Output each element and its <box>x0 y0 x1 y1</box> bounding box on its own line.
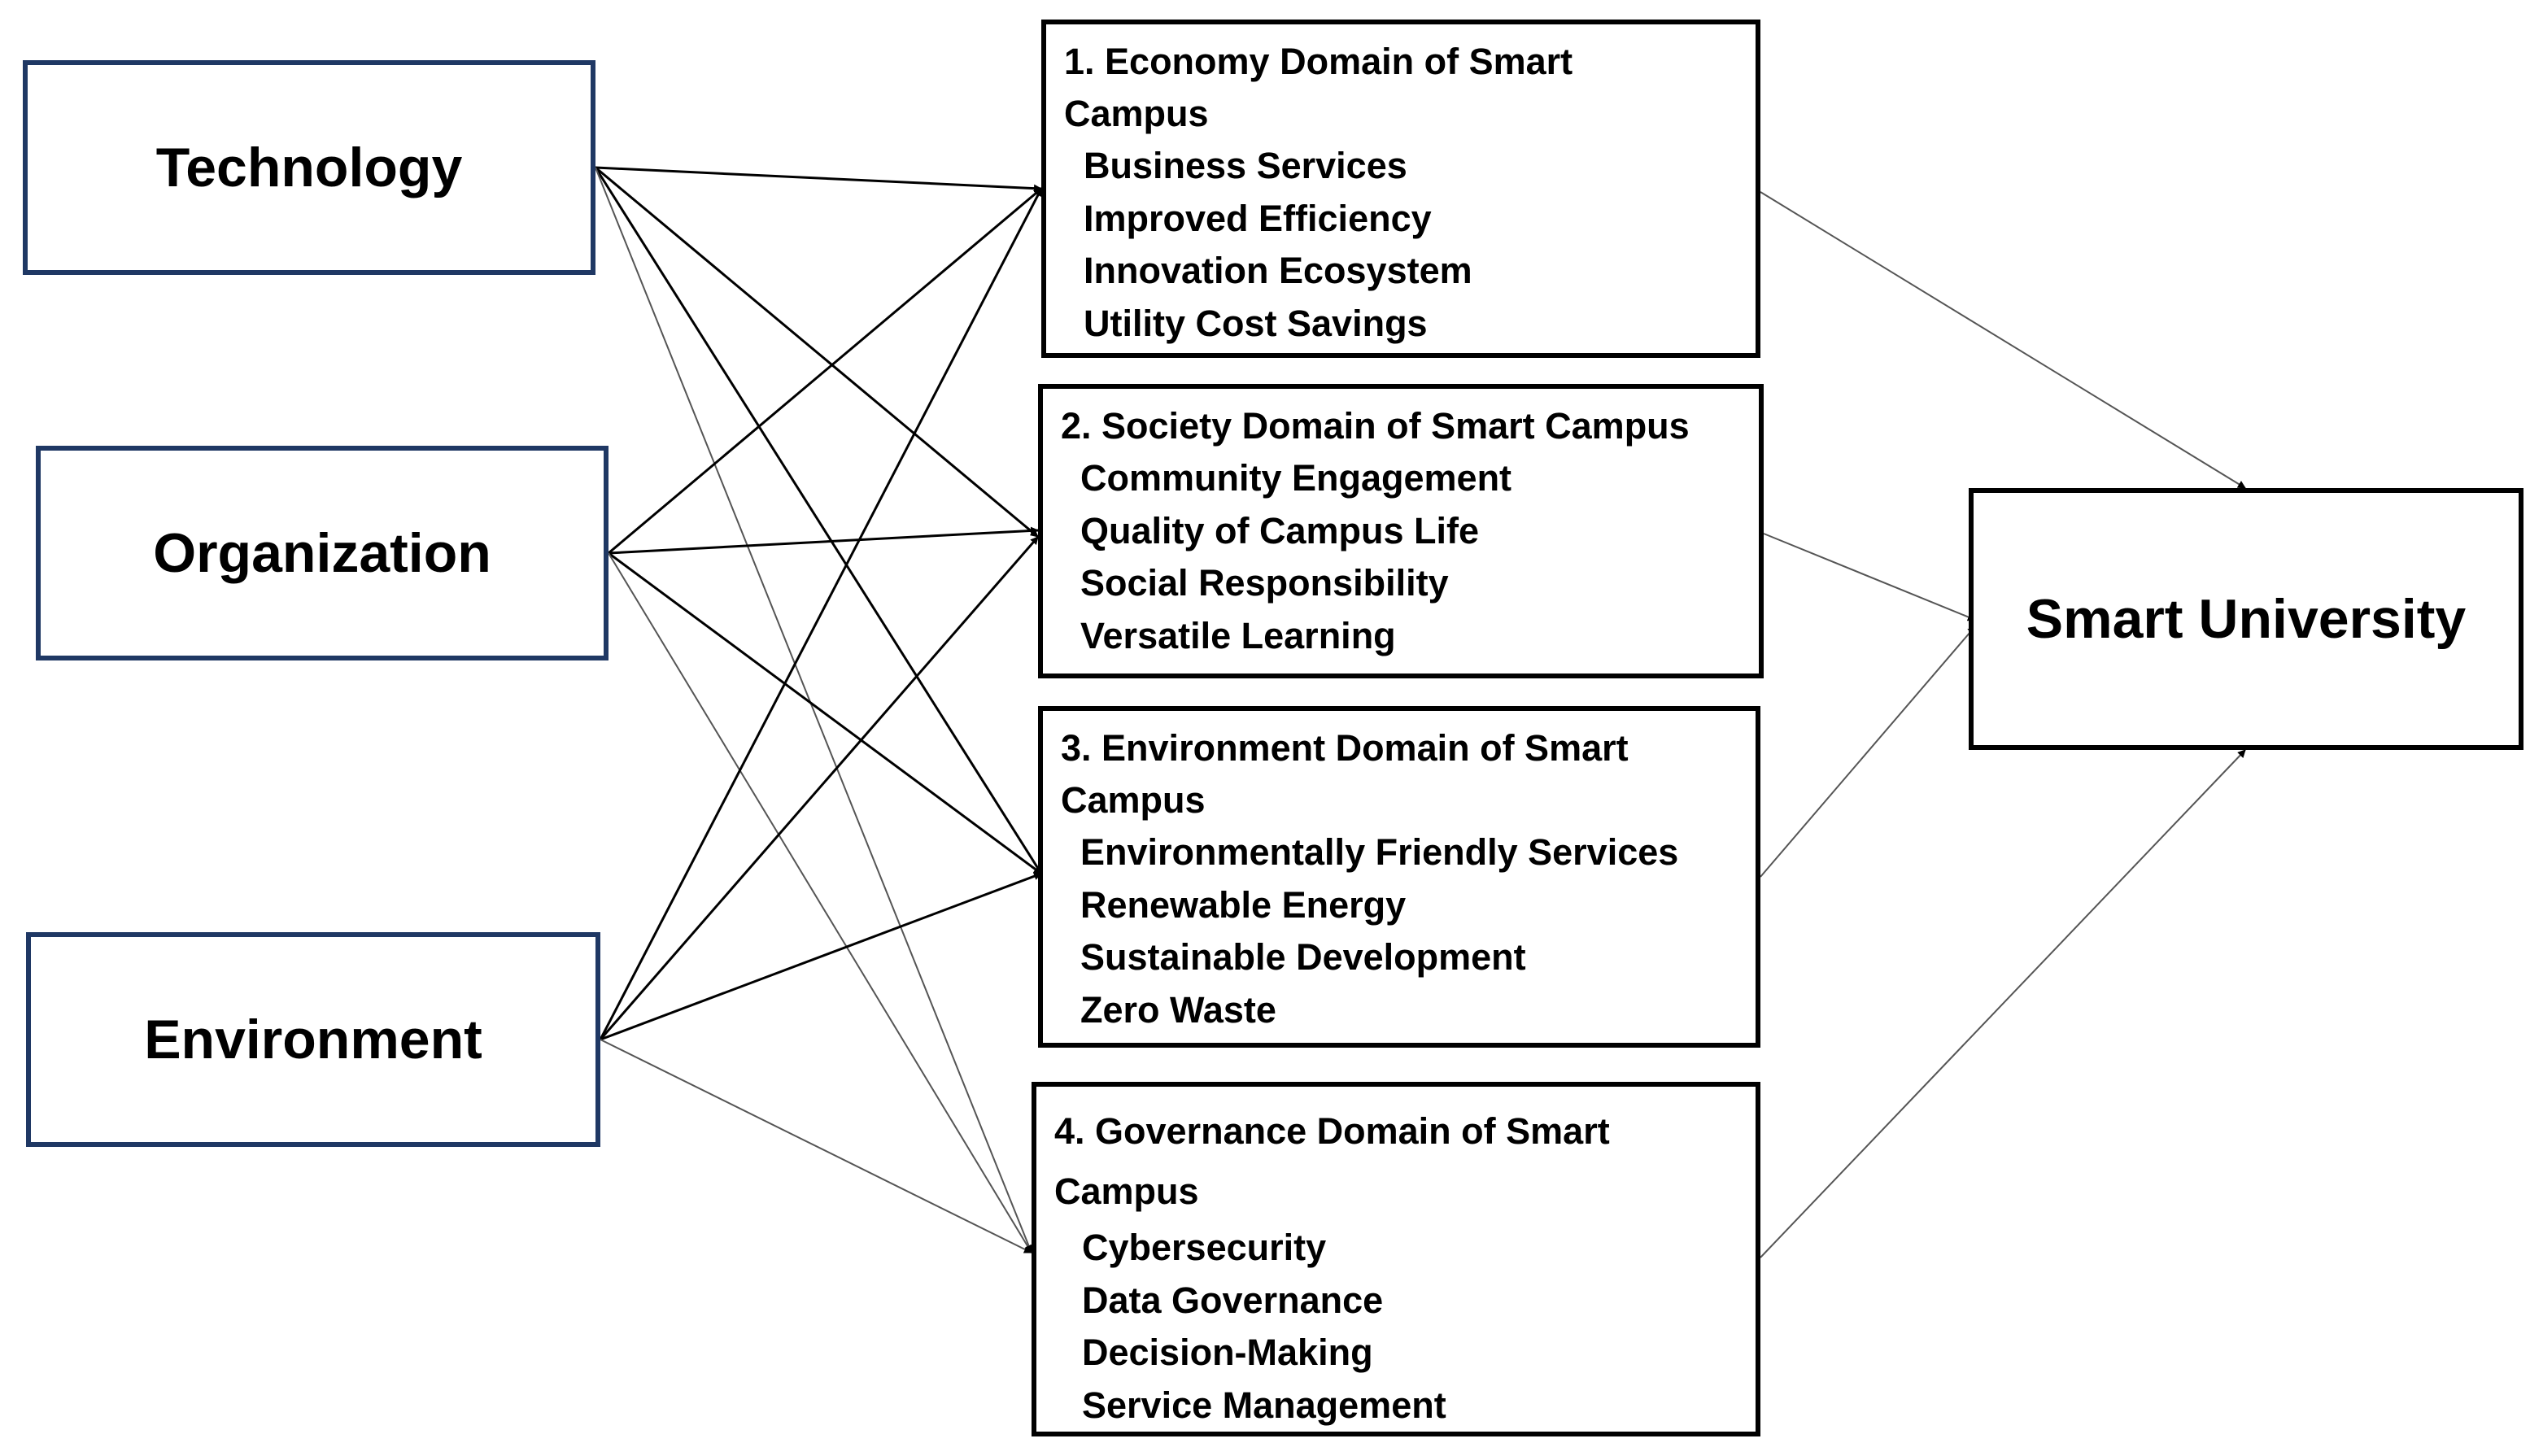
arrow-environment-economy <box>599 188 1043 1040</box>
domain-governance-item: Cybersecurity <box>1082 1227 1327 1268</box>
factor-environment: Environment <box>26 932 600 1147</box>
domain-economy-item: Business Services <box>1084 145 1407 186</box>
factor-organization-label: Organization <box>153 522 491 584</box>
domain-environment-item: Sustainable Development <box>1080 936 1526 978</box>
outcome-label: Smart University <box>2026 588 2467 650</box>
domain-society-item: Quality of Campus Life <box>1080 509 1480 551</box>
arrow-organization-governance <box>608 552 1032 1253</box>
domain-environment: 3. Environment Domain of Smart Campus En… <box>1038 706 1760 1048</box>
arrow-environment-outcome <box>1760 626 1976 878</box>
arrow-environment-governance <box>600 1039 1032 1253</box>
arrow-environment-society <box>599 536 1040 1040</box>
domain-society-item: Versatile Learning <box>1080 614 1396 656</box>
domain-society-item: Community Engagement <box>1080 457 1512 499</box>
domain-society-title: 2. Society Domain of Smart Campus <box>1061 405 1690 447</box>
arrow-society-outcome <box>1763 533 1976 621</box>
factor-technology: Technology <box>23 60 595 275</box>
arrow-technology-economy <box>595 166 1042 193</box>
factor-organization: Organization <box>36 446 609 660</box>
arrow-organization-society <box>608 526 1039 555</box>
factor-technology-label: Technology <box>155 137 463 198</box>
arrow-technology-governance <box>595 167 1033 1253</box>
domain-environment-item: Zero Waste <box>1080 988 1276 1031</box>
domain-environment-item: Renewable Energy <box>1080 883 1407 926</box>
outcome-smart-university: Smart University <box>1969 488 2523 750</box>
domain-governance-item: Data Governance <box>1082 1279 1384 1321</box>
domain-economy-item: Improved Efficiency <box>1084 197 1432 239</box>
arrow-technology-environment <box>594 167 1043 874</box>
arrow-technology-society <box>595 166 1039 538</box>
domain-society: 2. Society Domain of Smart Campus Commun… <box>1038 384 1764 678</box>
arrow-economy-outcome <box>1760 191 2246 489</box>
domain-environment-item: Environmentally Friendly Services <box>1080 831 1679 873</box>
arrow-organization-environment <box>608 551 1042 875</box>
domain-society-item: Social Responsibility <box>1080 562 1449 604</box>
domain-governance-title: 4. Governance Domain of Smart Campus <box>1054 1110 1610 1212</box>
domain-economy: 1. Economy Domain of Smart Campus Busine… <box>1041 20 1760 358</box>
domain-environment-title: 3. Environment Domain of Smart Campus <box>1061 727 1629 821</box>
arrow-governance-outcome <box>1760 749 2246 1258</box>
arrow-organization-economy <box>608 187 1042 555</box>
domain-economy-item: Innovation Ecosystem <box>1084 250 1472 291</box>
arrow-environment-environment <box>600 872 1042 1041</box>
domain-economy-item: Utility Cost Savings <box>1084 302 1428 344</box>
domain-governance: 4. Governance Domain of Smart Campus Cyb… <box>1032 1082 1760 1436</box>
domain-governance-item: Decision-Making <box>1082 1332 1373 1373</box>
domain-governance-item: Service Management <box>1082 1384 1446 1426</box>
domain-economy-title: 1. Economy Domain of Smart Campus <box>1064 41 1573 134</box>
factor-environment-label: Environment <box>144 1009 482 1070</box>
